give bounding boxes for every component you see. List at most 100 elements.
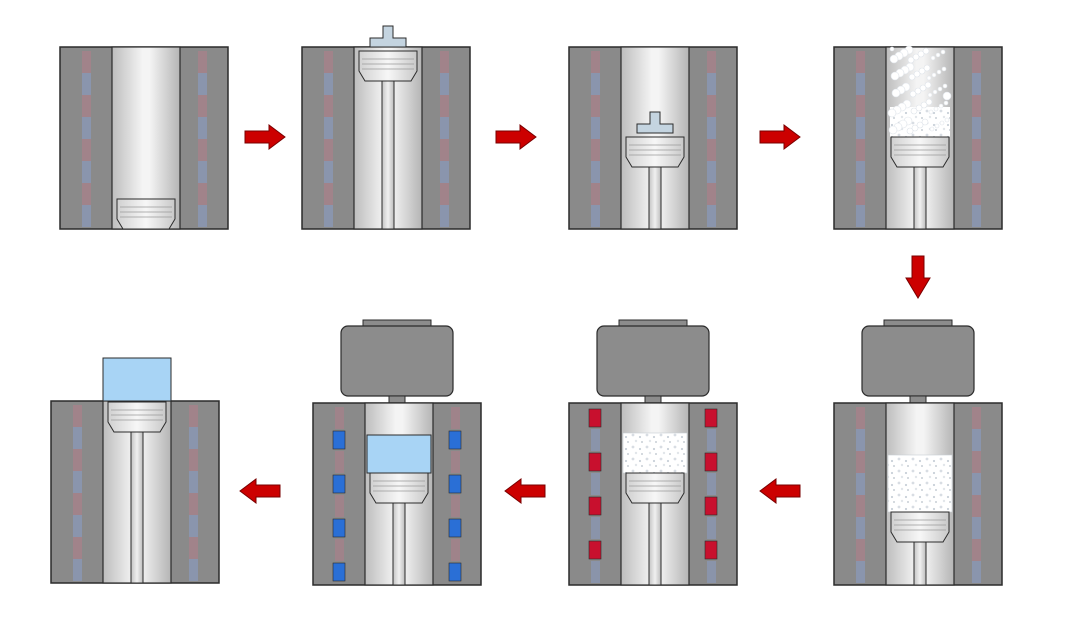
powder-particle (925, 98, 933, 106)
upper-punch-rod (644, 395, 662, 404)
lower-punch-head (107, 401, 167, 433)
heater-element (440, 95, 449, 117)
lower-punch-head (369, 472, 429, 504)
tool-insert (369, 25, 407, 48)
cooling-element (448, 518, 462, 538)
cooling-element (451, 451, 460, 473)
cooling-element (451, 539, 460, 561)
heater-element (972, 495, 981, 517)
heater-element (198, 117, 207, 139)
heater-element (704, 408, 718, 428)
powder-particle (930, 55, 936, 61)
heater-element (189, 493, 198, 515)
powder-particle (918, 67, 926, 75)
heater-element (856, 117, 865, 139)
powder-particle (915, 104, 923, 112)
lower-punch-head (358, 50, 418, 82)
flow-arrow-left (759, 478, 801, 504)
cooling-element (332, 474, 346, 494)
heater-element (324, 183, 333, 205)
heater-element (73, 537, 82, 559)
heater-element (324, 95, 333, 117)
heater-element (972, 117, 981, 139)
powder-particle (938, 103, 944, 109)
lower-punch-stem (130, 431, 144, 584)
powder-particle (922, 47, 930, 55)
cooling-element (335, 451, 344, 473)
lower-punch-stem (648, 166, 662, 230)
powder-particle (914, 87, 922, 95)
heater-element (591, 95, 600, 117)
flow-arrow-left (239, 478, 281, 504)
upper-punch-block (596, 325, 710, 397)
heater-element (972, 429, 981, 451)
heater-element (440, 51, 449, 73)
step-empty-die (59, 46, 229, 230)
heater-element (189, 449, 198, 471)
heater-element (972, 539, 981, 561)
heater-element (198, 73, 207, 95)
heater-element (856, 205, 865, 227)
upper-punch-block (861, 325, 975, 397)
heater-element (972, 73, 981, 95)
flow-arrow-left (504, 478, 546, 504)
arrow-shape (759, 124, 801, 150)
heater-element (856, 451, 865, 473)
heater-element (440, 139, 449, 161)
heater-element (704, 452, 718, 472)
lower-punch-head (116, 198, 176, 230)
heater-element (198, 51, 207, 73)
heater-element (856, 161, 865, 183)
heater-element (856, 139, 865, 161)
heater-element (591, 117, 600, 139)
heater-element (707, 205, 716, 227)
tool-insert (636, 111, 674, 134)
heater-element (73, 449, 82, 471)
powder-particle (924, 81, 932, 89)
heater-element (440, 73, 449, 95)
heater-element (324, 51, 333, 73)
lower-punch-head (890, 511, 950, 543)
heater-element (189, 559, 198, 581)
heater-element (440, 205, 449, 227)
powder-particle (939, 120, 945, 126)
upper-punch-rod (388, 395, 406, 404)
heater-element (198, 95, 207, 117)
heater-element (856, 517, 865, 539)
cooling-element (451, 495, 460, 517)
arrow-shape (239, 478, 281, 504)
heater-element (591, 473, 600, 495)
heater-element (707, 117, 716, 139)
powder-particle (921, 118, 929, 126)
cooling-element (335, 539, 344, 561)
heater-element (588, 496, 602, 516)
heater-element (972, 561, 981, 583)
flow-arrow-down (905, 255, 931, 299)
lower-punch-stem (648, 502, 662, 586)
powder-particle (935, 52, 941, 58)
compacted-powder (887, 454, 953, 513)
powder-particle (926, 75, 932, 81)
heater-element (856, 495, 865, 517)
heater-element (704, 496, 718, 516)
heater-element (856, 73, 865, 95)
heater-element (82, 139, 91, 161)
flow-arrow-right (244, 124, 286, 150)
upper-punch-block (340, 325, 454, 397)
heater-element (856, 429, 865, 451)
powder-particle (941, 66, 947, 72)
heater-element (440, 117, 449, 139)
heater-element (856, 407, 865, 429)
heater-element (972, 473, 981, 495)
heater-element (707, 51, 716, 73)
powder-particle (942, 91, 952, 101)
heater-element (324, 73, 333, 95)
powder-particle (933, 106, 939, 112)
heater-element (73, 493, 82, 515)
powder-particle (934, 123, 940, 129)
heater-element (591, 205, 600, 227)
step-powder-filled (833, 45, 1003, 230)
heater-element (73, 471, 82, 493)
lower-punch-head (890, 136, 950, 168)
heater-element (82, 73, 91, 95)
